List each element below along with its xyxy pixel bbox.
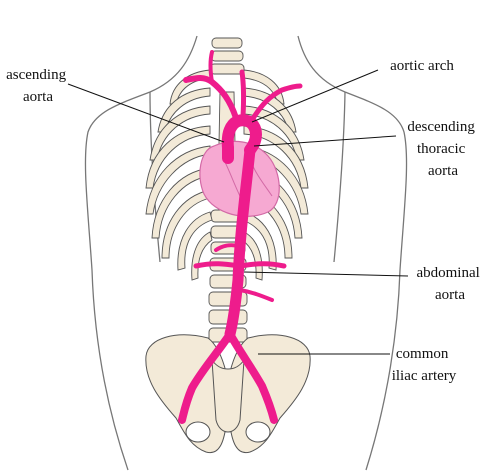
label-aortic-arch: aortic arch <box>390 58 454 74</box>
aorta <box>178 50 303 424</box>
pelvis <box>145 334 311 454</box>
label-common-iliac-artery: common iliac artery <box>392 346 457 384</box>
label-ascending-aorta: ascending aorta <box>6 67 70 105</box>
label-descending-thoracic-aorta: descending thoracic aorta <box>407 119 478 179</box>
label-abdominal-aorta: abdominal aorta <box>416 265 483 303</box>
leader-lines <box>67 69 409 355</box>
